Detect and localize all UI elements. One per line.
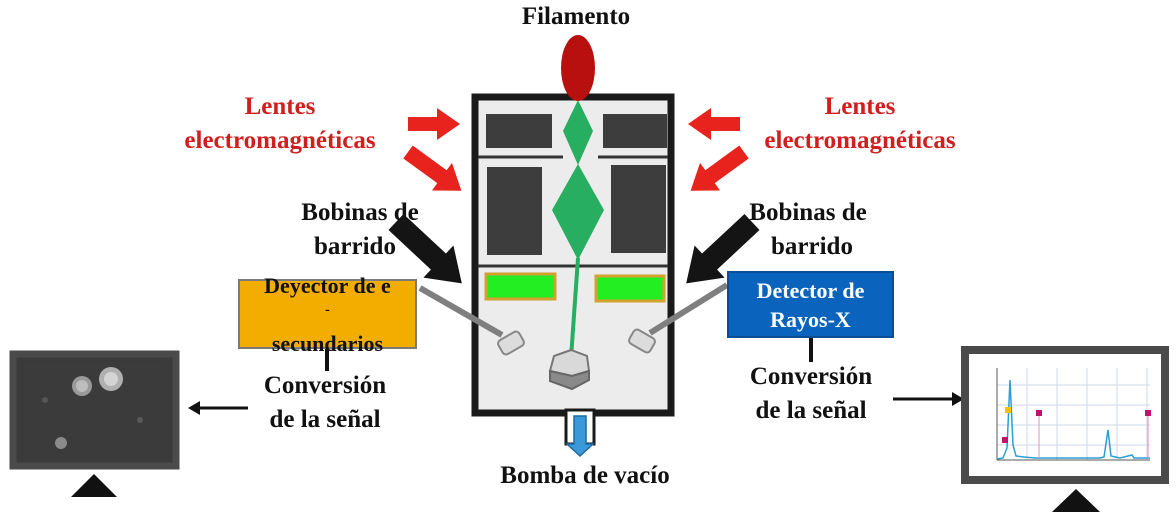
beam-line bbox=[569, 257, 580, 359]
detector-e-box: Deyector de e - secundarios bbox=[238, 273, 417, 356]
lens-block-mid-right bbox=[611, 165, 666, 253]
lens-arrow-right-top bbox=[688, 108, 740, 140]
beam-upper-diamond bbox=[563, 100, 593, 165]
coil-arrow-right bbox=[686, 213, 760, 284]
lens-block-top-left bbox=[486, 114, 552, 148]
signal-arrow-left bbox=[188, 401, 248, 415]
lens-arrow-left-diag bbox=[403, 145, 462, 191]
lenses-left-label-line1: Lentes bbox=[244, 93, 316, 120]
lenses-right-label-line2: electromagnéticas bbox=[764, 127, 956, 154]
conversion-right-label-line1: Conversión bbox=[749, 363, 873, 390]
conversion-left-label-line1: Conversión bbox=[263, 372, 387, 399]
detector-head-icon bbox=[628, 328, 656, 354]
coils-left-label-line2: barrido bbox=[314, 233, 396, 260]
lens-block-top-right bbox=[603, 114, 667, 148]
lens-arrow-right-diag bbox=[690, 145, 749, 191]
filament-icon bbox=[561, 35, 595, 101]
detector-rod-right bbox=[648, 282, 729, 336]
vacuum-pump-arrow bbox=[565, 415, 595, 458]
scan-coil-right bbox=[594, 274, 666, 303]
detector-x-label-line1: Detector de bbox=[756, 277, 865, 303]
monitor-icon bbox=[9, 350, 180, 470]
scan-coil-left bbox=[484, 272, 557, 301]
detector-x-box: Detector de Rayos-X bbox=[727, 271, 894, 338]
detector-e-label-line1: Deyector de e bbox=[264, 272, 391, 298]
sample-stage-icon bbox=[548, 348, 591, 391]
beam-lower-diamond bbox=[552, 164, 604, 260]
detector-x-label-line2: Rayos-X bbox=[770, 306, 851, 332]
filament-label: Filamento bbox=[521, 3, 631, 30]
vacuum-pump-label: Bomba de vacío bbox=[500, 462, 670, 489]
detector-head-icon bbox=[497, 330, 525, 356]
lenses-right-label-line1: Lentes bbox=[824, 93, 896, 120]
conversion-left-label-line2: de la señal bbox=[269, 406, 381, 433]
lens-block-mid-left bbox=[487, 167, 542, 255]
electron-superscript: - bbox=[325, 302, 330, 318]
monitor-icon bbox=[961, 346, 1169, 484]
monitor-stand-icon bbox=[1052, 489, 1100, 512]
conversion-right-label-line2: de la señal bbox=[755, 397, 867, 424]
coil-arrow-left bbox=[388, 213, 462, 284]
coils-right-label-line1: Bobinas de bbox=[749, 199, 867, 226]
detector-e-label-line2: secundarios bbox=[271, 330, 384, 356]
signal-arrow-right bbox=[893, 392, 964, 406]
lenses-left-label-line2: electromagnéticas bbox=[184, 127, 376, 154]
monitor-stand-icon bbox=[71, 474, 117, 497]
lens-arrow-left-top bbox=[408, 108, 460, 140]
detector-rod-left bbox=[418, 285, 504, 338]
coils-right-label-line2: barrido bbox=[771, 233, 853, 260]
coils-left-label-line1: Bobinas de bbox=[301, 199, 419, 226]
